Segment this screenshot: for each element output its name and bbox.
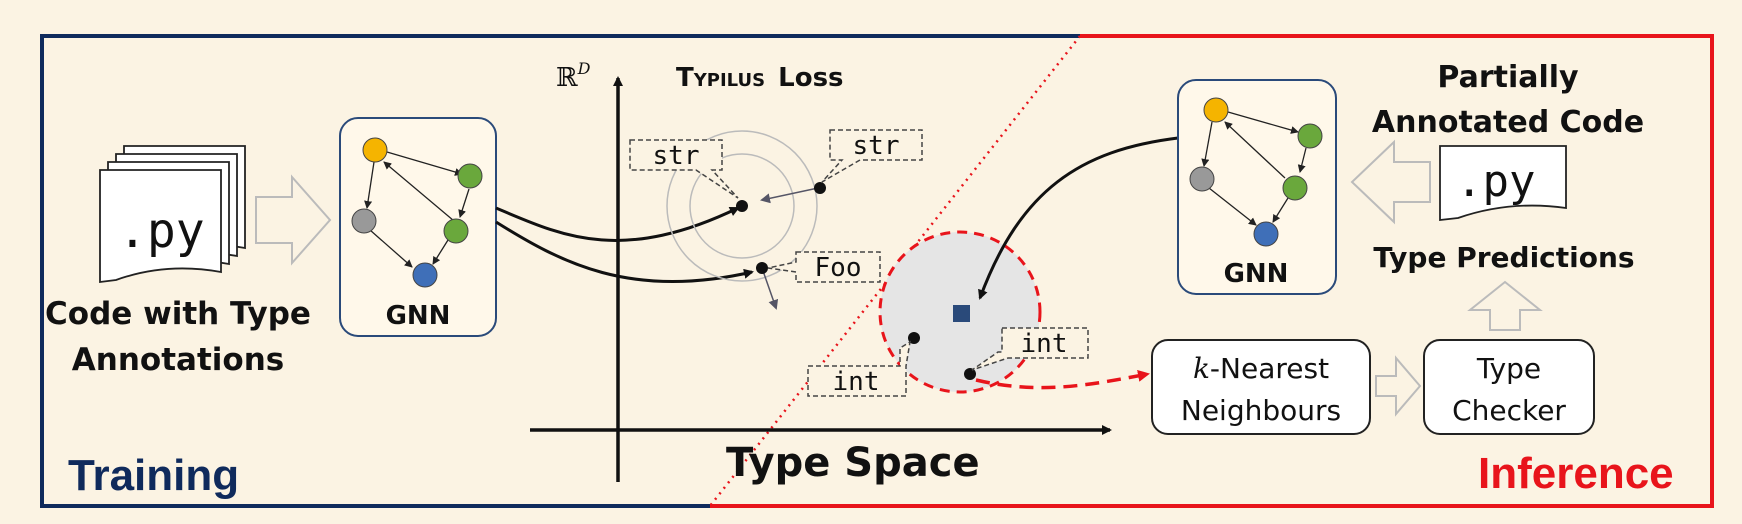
partially-annotated-title-line1: Partially: [1437, 60, 1579, 95]
knn-label-line1: k-Nearest: [1193, 352, 1329, 385]
point-int-1: [908, 332, 920, 344]
svg-text:str: str: [853, 131, 900, 161]
code-file-extension: .py: [118, 203, 205, 259]
svg-text:int: int: [833, 367, 880, 397]
training-gnn-label: GNN: [386, 301, 451, 331]
inference-gnn-label: GNN: [1224, 259, 1289, 289]
inference-embedding-arrow: [978, 136, 1179, 300]
training-gnn: GNN: [339, 117, 497, 337]
embedding-space-label: ℝD: [556, 59, 591, 93]
hollow-arrow-up: [1467, 280, 1543, 331]
embedding-arrow-1: [495, 206, 740, 242]
training-label: Training: [68, 451, 239, 500]
push-arrow: [761, 267, 779, 310]
node-blue: [1253, 221, 1279, 247]
training-caption-line1: Code with Type: [45, 296, 311, 332]
node-yellow: [362, 137, 388, 163]
hollow-arrow-to-inference-gnn: [1350, 139, 1431, 225]
typilus-word: Typilus: [676, 63, 765, 93]
checker-label-line2: Checker: [1452, 394, 1566, 427]
node-blue: [412, 262, 438, 288]
knn-label-line2: Neighbours: [1181, 394, 1341, 427]
svg-text:str: str: [653, 141, 700, 171]
partially-annotated-title-line2: Annotated Code: [1372, 105, 1644, 140]
tag-str-1: str: [629, 139, 739, 199]
partial-file-extension: .py: [1456, 156, 1535, 207]
node-green: [1297, 123, 1323, 149]
embedding-arrow-2: [495, 220, 754, 284]
tag-int-1: int: [807, 340, 912, 397]
typilus-loss-title: Typilus Loss: [676, 63, 844, 93]
type-checker-box: Type Checker: [1423, 339, 1595, 435]
inference-frame: [710, 34, 1714, 508]
tag-str-2: str: [821, 129, 923, 183]
code-files-stack: .py: [99, 145, 246, 284]
knn-box: k-Nearest Neighbours: [1151, 339, 1371, 435]
svg-text:int: int: [1021, 329, 1068, 359]
point-foo: [756, 262, 768, 274]
loss-circle-inner: [689, 153, 795, 259]
node-gray: [351, 208, 377, 234]
training-frame: [40, 34, 1080, 508]
loss-word: Loss: [778, 63, 843, 93]
point-int-2: [964, 368, 976, 380]
checker-label-line1: Type: [1476, 352, 1541, 385]
hollow-arrow-to-checker: [1375, 355, 1422, 417]
node-green: [457, 163, 483, 189]
hollow-arrow-to-gnn: [255, 174, 332, 266]
knn-query-arrow: [975, 369, 1150, 390]
type-predictions-label: Type Predictions: [1373, 241, 1634, 274]
node-yellow: [1203, 97, 1229, 123]
node-gray: [1189, 166, 1215, 192]
section-divider: [709, 35, 1081, 507]
point-str-center: [736, 200, 748, 212]
inference-label: Inference: [1478, 449, 1674, 498]
pull-arrow: [760, 187, 819, 204]
point-str-2: [814, 182, 826, 194]
tag-foo: Foo: [767, 251, 881, 283]
dimension-superscript: D: [577, 59, 591, 78]
type-space-label: Type Space: [726, 440, 980, 486]
loss-circle-outer: [666, 130, 818, 282]
training-caption-line2: Annotations: [72, 342, 284, 378]
partial-code-file: .py: [1439, 145, 1567, 222]
node-green: [1282, 175, 1308, 201]
node-green: [443, 218, 469, 244]
svg-text:Foo: Foo: [815, 253, 862, 283]
inference-gnn: GNN: [1177, 79, 1337, 295]
tag-int-2: int: [971, 327, 1089, 371]
query-point: [953, 305, 970, 322]
